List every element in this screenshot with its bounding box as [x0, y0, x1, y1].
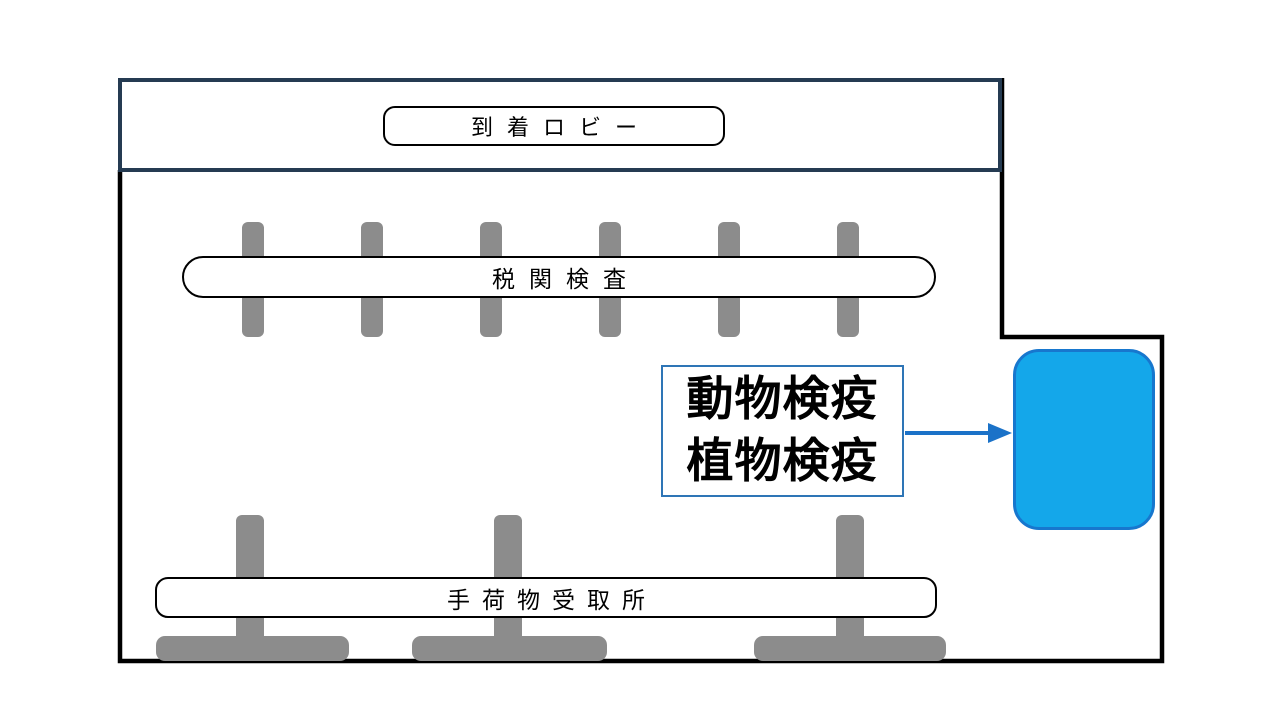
- quarantine-line-plant: 植物検疫: [686, 434, 879, 489]
- arrowhead-icon: [988, 423, 1012, 443]
- baggage-claim-band: 手荷物受取所: [155, 577, 937, 618]
- customs-inspection-band: 税関検査: [182, 256, 936, 298]
- quarantine-arrow: [905, 423, 1012, 443]
- carousel-base: [156, 636, 349, 661]
- quarantine-callout: 動物検疫 植物検疫: [661, 365, 904, 497]
- carousel-base: [754, 636, 946, 661]
- quarantine-line-animal: 動物検疫: [686, 371, 879, 427]
- hall-outline: [117, 78, 1165, 664]
- baggage-carousel-bases: [156, 636, 946, 661]
- carousel-base: [412, 636, 607, 661]
- quarantine-counter-highlight: [1013, 349, 1155, 530]
- arrival-lobby-label: 到着ロビー: [383, 106, 725, 146]
